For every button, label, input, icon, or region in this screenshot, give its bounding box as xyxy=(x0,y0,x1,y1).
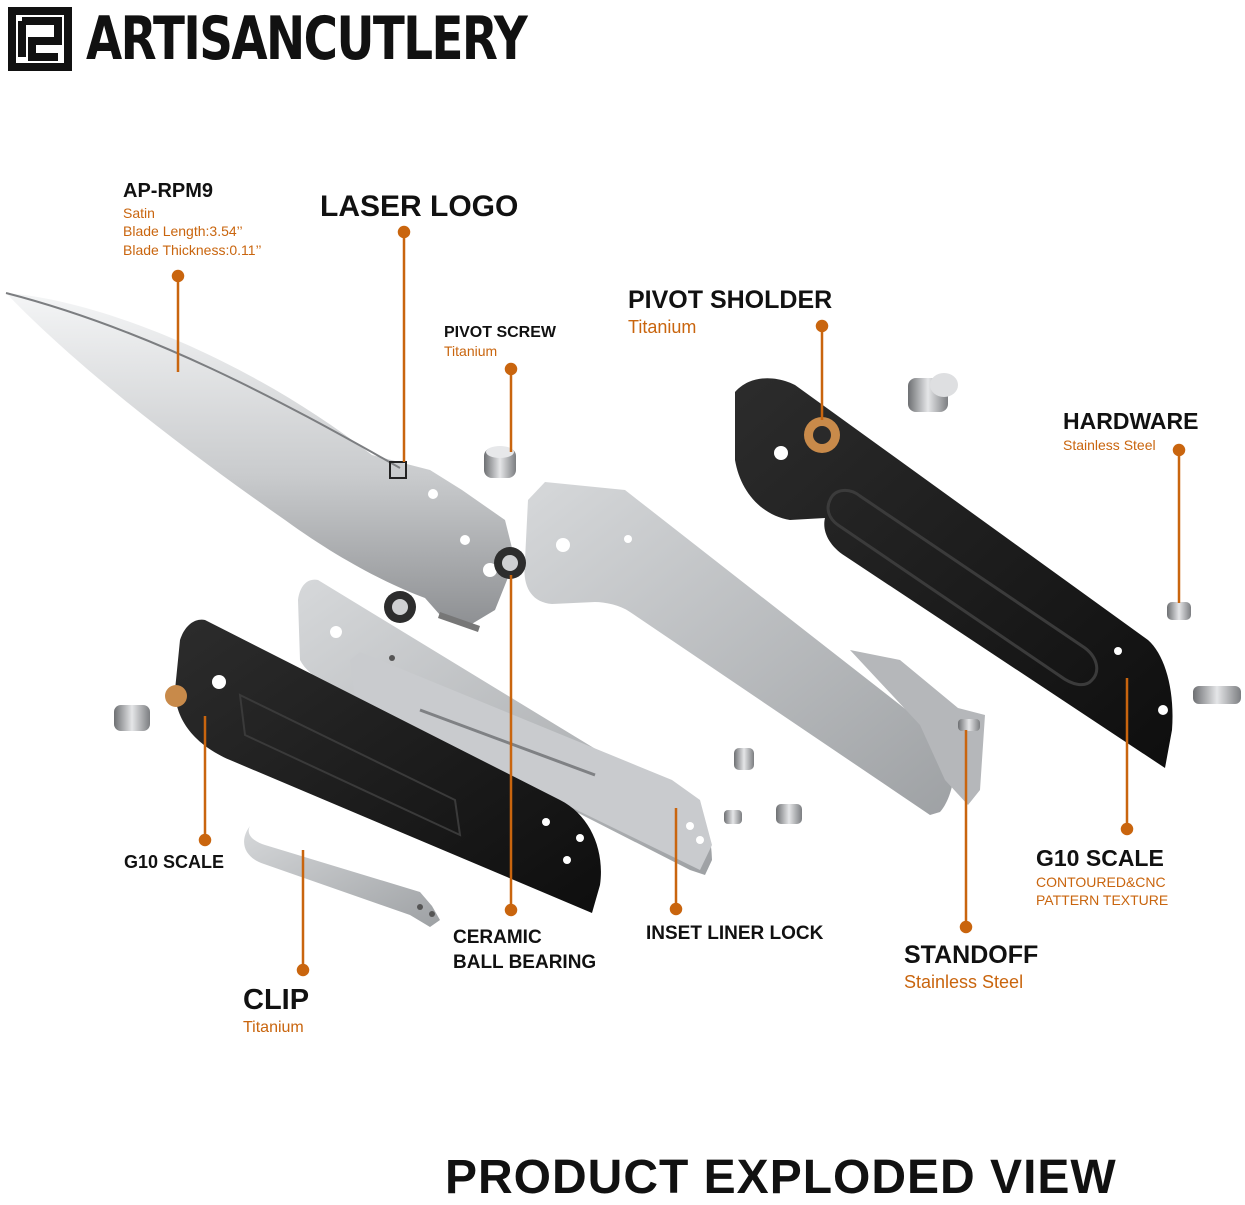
blade-finish: Satin xyxy=(123,205,155,221)
g10-scale-right-line-1: CONTOURED&CNC xyxy=(1036,874,1166,891)
standoffs xyxy=(724,719,980,824)
g10-scale-right-title: G10 SCALE xyxy=(1036,845,1164,871)
label-g10-scale-left: G10 SCALE xyxy=(124,852,225,872)
blade xyxy=(5,292,515,632)
hardware-title: HARDWARE xyxy=(1063,408,1199,434)
label-pivot-screw: PIVOT SCREW Titanium xyxy=(444,324,556,359)
pivot-screw-title: PIVOT SCREW xyxy=(444,324,557,341)
label-clip: CLIP Titanium xyxy=(243,984,310,1036)
clip xyxy=(244,826,440,927)
clip-title: CLIP xyxy=(243,984,310,1016)
bearing-line-2: BALL BEARING xyxy=(453,951,597,973)
g10-scale-right xyxy=(735,378,1173,768)
pivot-shoulder-material: Titanium xyxy=(628,316,697,337)
label-standoff: STANDOFF Stainless Steel xyxy=(904,941,1039,992)
label-pivot-shoulder: PIVOT SHOLDER Titanium xyxy=(628,286,833,337)
label-hardware: HARDWARE Stainless Steel xyxy=(1063,408,1199,454)
label-g10-scale-right: G10 SCALE CONTOURED&CNC PATTERN TEXTURE xyxy=(1036,845,1169,908)
callout-leaders xyxy=(171,225,1186,977)
clip-material: Titanium xyxy=(243,1018,304,1036)
g10-scale-right-line-2: PATTERN TEXTURE xyxy=(1036,891,1169,908)
blade-thickness: Blade Thickness:0.11’’ xyxy=(123,241,262,258)
artisan-logo-icon xyxy=(8,7,72,71)
pivot-screw-material: Titanium xyxy=(444,342,498,359)
pivot-shoulder-washer xyxy=(804,417,840,453)
hardware-material: Stainless Steel xyxy=(1063,437,1156,454)
g10-scale-left xyxy=(165,619,601,913)
liner-left xyxy=(298,579,712,875)
label-ceramic-bearing: CERAMIC BALL BEARING xyxy=(453,926,596,975)
blade-length: Blade Length:3.54’’ xyxy=(123,223,243,240)
standoff-material: Stainless Steel xyxy=(904,971,1024,992)
pivot-shoulder-title: PIVOT SHOLDER xyxy=(628,286,833,314)
blade-model: AP-RPM9 xyxy=(123,180,214,202)
standoff-title: STANDOFF xyxy=(904,941,1039,969)
hardware-screws xyxy=(114,373,1241,731)
label-inset-liner-lock: INSET LINER LOCK xyxy=(646,923,824,944)
label-laser-logo: LASER LOGO xyxy=(320,190,519,223)
brand-name: ARTISANCUTLERY xyxy=(86,4,528,74)
label-blade: AP-RPM9 Satin Blade Length:3.54’’ Blade … xyxy=(123,180,262,258)
liner-right xyxy=(524,482,985,815)
bearing-line-1: CERAMIC xyxy=(453,927,542,948)
footer-title: PRODUCT EXPLODED VIEW xyxy=(445,1151,1117,1204)
ceramic-ball-bearing xyxy=(384,547,526,623)
pivot-screw xyxy=(484,446,516,478)
brand-header: ARTISANCUTLERY xyxy=(8,4,650,74)
